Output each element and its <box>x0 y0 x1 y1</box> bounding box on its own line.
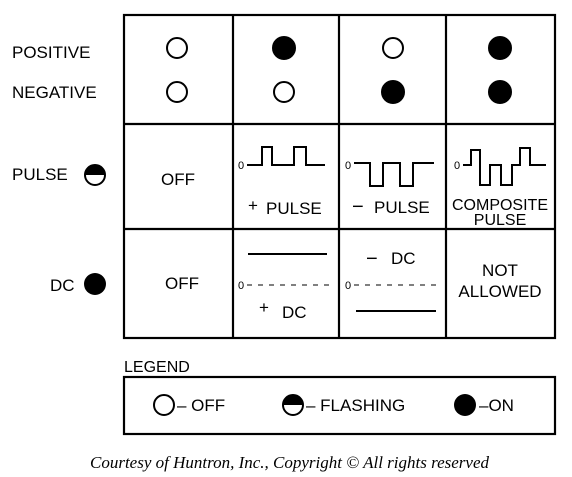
composite-pulse-waveform <box>463 147 546 186</box>
legend-off-label: – OFF <box>177 396 225 415</box>
on-led-icon <box>454 394 476 416</box>
composite-pulse-label-line1: COMPOSITE <box>452 197 548 214</box>
legend-on-label: –ON <box>479 396 514 415</box>
zero-label: 0 <box>345 280 351 292</box>
positive-pulse-sign: + <box>248 196 258 215</box>
negative-pulse-sign: − <box>352 196 364 218</box>
row-label-pulse: PULSE <box>12 165 68 184</box>
not-allowed-line2: ALLOWED <box>458 282 541 301</box>
negative-pulse-label: PULSE <box>374 198 430 217</box>
zero-label: 0 <box>238 280 244 292</box>
positive-led-off-icon <box>382 37 404 59</box>
zero-label: 0 <box>238 160 244 172</box>
negative-led-off-icon <box>166 81 188 103</box>
off-led-icon <box>153 394 175 416</box>
on-led-icon <box>84 273 106 295</box>
negative-dc-sign: − <box>366 248 378 270</box>
dc-off-text: OFF <box>165 274 199 293</box>
negative-led-on-icon <box>381 80 405 104</box>
flashing-led-icon <box>84 164 106 186</box>
zero-label: 0 <box>345 160 351 172</box>
legend-flashing-label: – FLASHING <box>306 396 405 415</box>
row-label-negative: NEGATIVE <box>12 83 97 102</box>
positive-pulse-waveform <box>247 146 325 166</box>
legend-box <box>122 375 557 436</box>
positive-led-on-icon <box>488 36 512 60</box>
flashing-led-icon <box>282 394 304 416</box>
positive-dc-sign: + <box>259 298 269 317</box>
negative-led-row <box>166 80 512 104</box>
pulse-off-text: OFF <box>161 170 195 189</box>
state-table <box>122 13 557 340</box>
copyright-caption: Courtesy of Huntron, Inc., Copyright © A… <box>90 453 490 472</box>
not-allowed-line1: NOT <box>482 261 518 280</box>
composite-pulse-label-line2: PULSE <box>474 212 526 229</box>
row-label-dc: DC <box>50 276 75 295</box>
negative-led-on-icon <box>488 80 512 104</box>
zero-label: 0 <box>454 160 460 172</box>
negative-pulse-waveform <box>354 162 434 187</box>
positive-led-row <box>166 36 512 60</box>
positive-pulse-label: PULSE <box>266 199 322 218</box>
positive-led-on-icon <box>272 36 296 60</box>
positive-dc-label: DC <box>282 303 307 322</box>
negative-led-off-icon <box>273 81 295 103</box>
positive-led-off-icon <box>166 37 188 59</box>
negative-dc-label: DC <box>391 249 416 268</box>
row-label-positive: POSITIVE <box>12 43 90 62</box>
legend-title: LEGEND <box>124 359 190 376</box>
